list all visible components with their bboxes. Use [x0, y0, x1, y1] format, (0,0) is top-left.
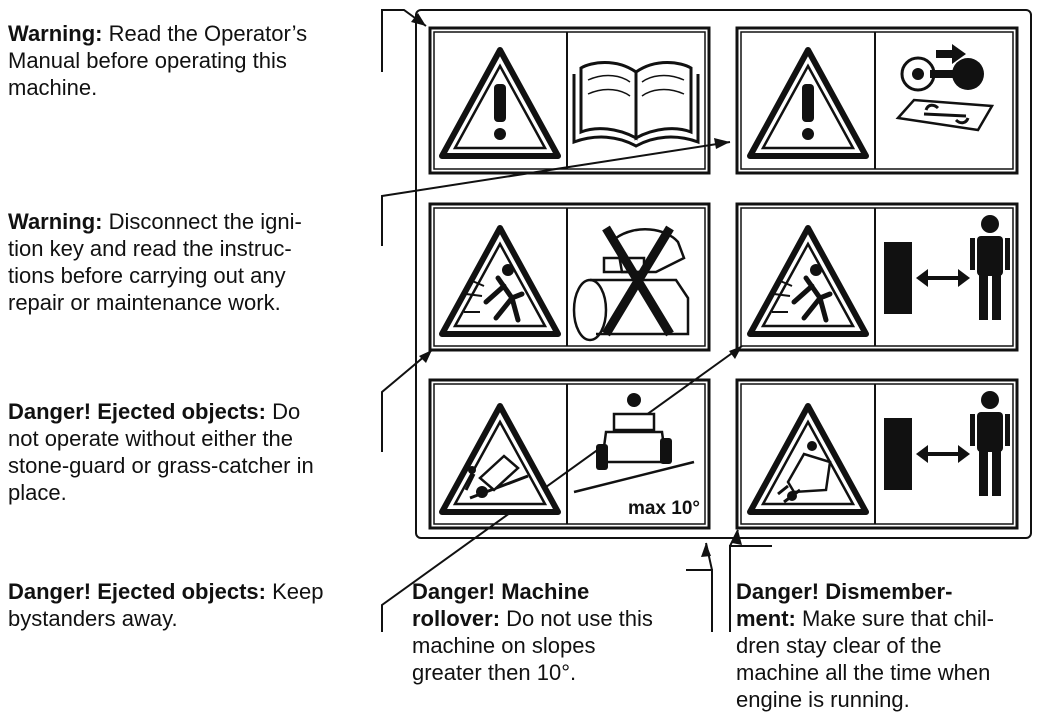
caption-text: Disconnect the igni- [108, 209, 302, 234]
caption-text: repair or maintenance work. [8, 290, 281, 315]
caption-text: Read the Operator’s [108, 21, 308, 46]
caption-text: not operate without either the [8, 426, 293, 451]
caption-text: greater then 10°. [412, 660, 577, 685]
decal-outline [415, 9, 1032, 539]
no-operation-without-guard-icon [572, 225, 690, 342]
ignition-key-and-manual-icon [895, 44, 995, 132]
caption-bold: Warning: [8, 209, 103, 234]
caption-text: machine on slopes [412, 633, 596, 658]
caption-text: Do not use this [506, 606, 653, 631]
panel-keep-bystanders [735, 202, 1019, 352]
caption-rollover: Danger! Machine rollover: Do not use thi… [412, 578, 712, 686]
leader-line-6 [729, 529, 772, 632]
caption-text: Keep [272, 579, 324, 604]
caption-bold: Danger! Ejected objects: [8, 579, 266, 604]
caption-stone-guard: Danger! Ejected objects: Do not operate … [8, 398, 378, 506]
caption-read-manual: Warning: Read the Operator’s Manual befo… [8, 20, 378, 101]
panel-stone-guard [428, 202, 711, 352]
caption-text: place. [8, 480, 67, 505]
caption-text: Manual before operating this [8, 48, 287, 73]
max-slope-tractor-icon [573, 393, 695, 494]
panel-read-manual [428, 26, 711, 175]
caption-text: engine is running. [736, 687, 910, 712]
warning-triangle-exclamation-icon [442, 50, 558, 156]
leader-line-2 [381, 141, 731, 246]
panel-ignition-key [735, 26, 1019, 175]
caption-bold: ment: [736, 606, 796, 631]
caption-bold: Danger! Dismember- [736, 579, 953, 604]
caption-text: stone-guard or grass-catcher in [8, 453, 314, 478]
caption-bold: Danger! Ejected objects: [8, 399, 266, 424]
warning-triangle-exclamation-icon [750, 50, 866, 156]
caption-text: tion key and read the instruc- [8, 236, 292, 261]
caption-text: bystanders away. [8, 606, 178, 631]
dismemberment-child-triangle-icon [750, 406, 866, 512]
max-slope-label: max 10° [628, 498, 700, 519]
ejected-objects-triangle-icon [750, 228, 866, 334]
leader-line-3 [381, 349, 433, 452]
caption-text: tions before carrying out any [8, 263, 286, 288]
caption-text: machine. [8, 75, 98, 100]
caption-keep-bystanders: Danger! Ejected objects: Keep bystanders… [8, 578, 378, 632]
caption-ignition-key: Warning: Disconnect the igni- tion key a… [8, 208, 378, 316]
caption-text: Do [272, 399, 301, 424]
caption-bold: Warning: [8, 21, 103, 46]
keep-children-away-icon [884, 391, 1010, 496]
caption-bold: rollover: [412, 606, 501, 631]
rollover-triangle-icon [442, 406, 558, 512]
caption-bold: Danger! Machine [412, 579, 590, 604]
panel-dismemberment [735, 378, 1019, 530]
caption-text: machine all the time when [736, 660, 991, 685]
keep-bystanders-away-icon [884, 215, 1010, 320]
panel-rollover: max 10° [428, 378, 711, 530]
caption-text: Make sure that chil- [802, 606, 994, 631]
caption-text: dren stay clear of the [736, 633, 942, 658]
caption-dismemberment: Danger! Dismember- ment: Make sure that … [736, 578, 1034, 713]
operator-manual-book-icon [572, 61, 700, 148]
ejected-objects-triangle-icon [442, 228, 558, 334]
